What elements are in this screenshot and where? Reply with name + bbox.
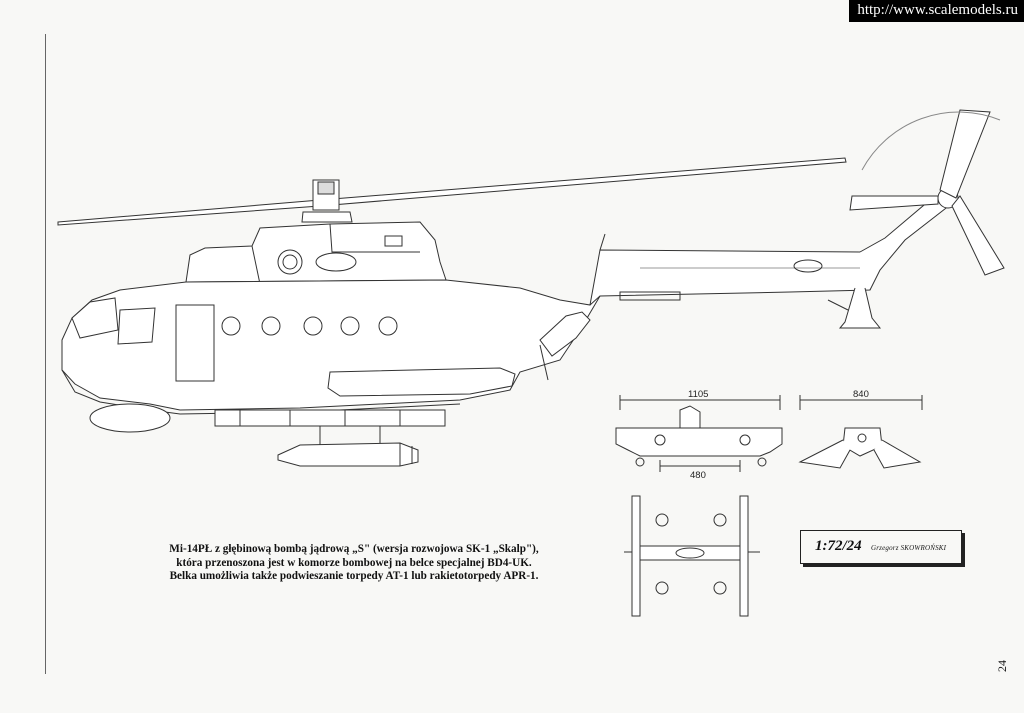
caption-line-3: Belka umożliwia także podwieszanie torpe… (169, 570, 539, 583)
watermark-url: http://www.scalemodels.ru (849, 0, 1024, 22)
frame-left-border (45, 34, 46, 674)
page-number: 24 (995, 660, 1009, 672)
scale-box: 1:72/24 Grzegorz SKOWROŃSKI (800, 530, 962, 564)
author-name: Grzegorz SKOWROŃSKI (871, 544, 947, 552)
dimension-front-inner: 480 (690, 470, 706, 481)
dimension-side-width: 840 (853, 389, 869, 400)
helicopter-side-view (57, 109, 1005, 467)
dimension-front-width: 1105 (688, 389, 709, 400)
beam-side-view (798, 395, 923, 469)
beam-bottom-view (624, 495, 760, 617)
caption-line-2: która przenoszona jest w komorze bombowe… (176, 556, 532, 569)
caption-line-1: Mi-14PŁ z głębinową bombą jądrową „S" (w… (169, 543, 539, 555)
beam-front-view (615, 395, 783, 472)
caption-block: Mi-14PŁ z głębinową bombą jądrową „S" (w… (139, 543, 569, 584)
scale-label: 1:72/24 (815, 538, 862, 554)
